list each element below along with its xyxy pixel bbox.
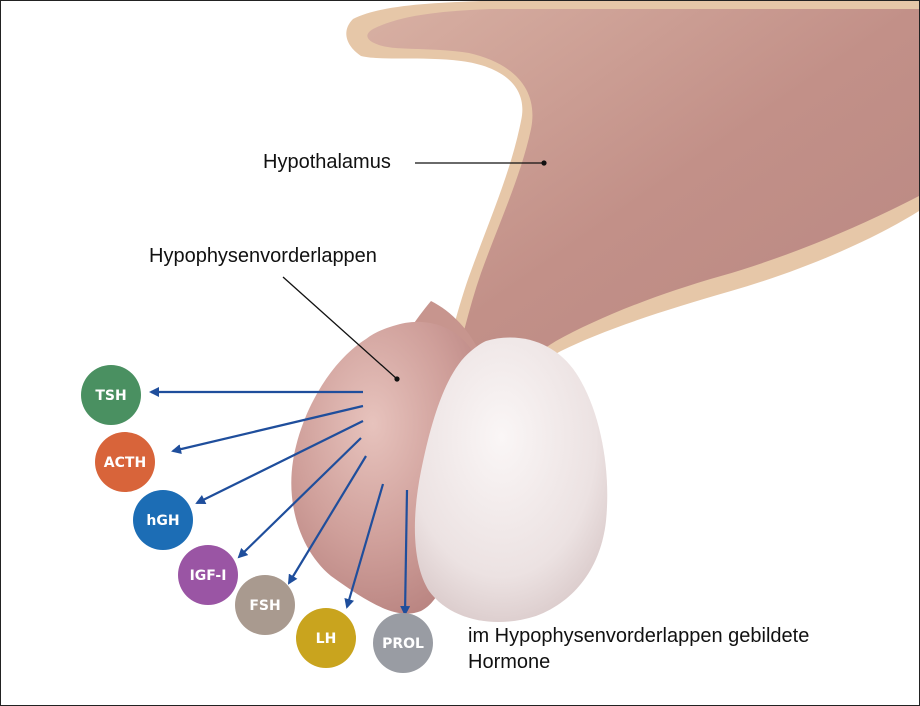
- hormone-label: ACTH: [104, 455, 146, 471]
- anterior-pituitary-leader-dot: [394, 376, 399, 381]
- hormone-tsh: TSH: [81, 365, 141, 425]
- hormone-acth: ACTH: [95, 432, 155, 492]
- hormone-label: FSH: [249, 598, 280, 614]
- anterior-pituitary-label: Hypophysenvorderlappen: [149, 245, 377, 268]
- hormone-lh: LH: [296, 608, 356, 668]
- hormone-label: hGH: [146, 513, 179, 529]
- caption-line-2: Hormone: [468, 651, 550, 674]
- hormone-label: IGF-I: [190, 568, 227, 584]
- hormone-label: TSH: [95, 388, 126, 404]
- hormone-label: PROL: [382, 636, 424, 652]
- hypothalamus-label: Hypothalamus: [263, 151, 391, 174]
- hormone-prol: PROL: [373, 613, 433, 673]
- hormone-fsh: FSH: [235, 575, 295, 635]
- hormone-hgh: hGH: [133, 490, 193, 550]
- hormone-label: LH: [316, 631, 337, 647]
- hypothalamus-leader-dot: [541, 160, 546, 165]
- caption-line-1: im Hypophysenvorderlappen gebildete: [468, 625, 809, 648]
- hormone-igf-i: IGF-I: [178, 545, 238, 605]
